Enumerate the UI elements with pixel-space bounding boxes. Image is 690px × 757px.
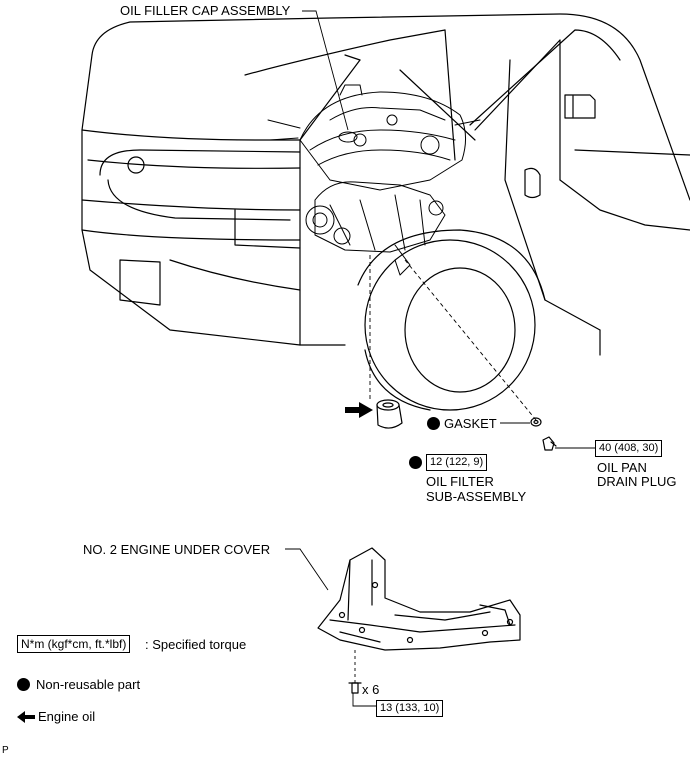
bolt-torque-leader	[352, 693, 376, 707]
engine-assembly	[267, 84, 481, 276]
legend-non-reusable-icon	[17, 678, 30, 691]
engine-under-cover-label: NO. 2 ENGINE UNDER COVER	[83, 542, 271, 557]
gasket-label: GASKET	[444, 416, 497, 431]
non-reusable-oil-filter-icon	[409, 456, 422, 469]
oil-filter-torque: 12 (122, 9)	[426, 454, 488, 471]
bolt-quantity-label: x 6	[362, 682, 380, 697]
legend-torque-box: N*m (kgf*cm, ft.*lbf)	[17, 635, 131, 653]
oil-filler-cap-leader	[302, 10, 349, 131]
engine-under-cover-part	[317, 547, 521, 651]
legend-non-reusable-text: Non-reusable part	[36, 677, 141, 692]
leader-lines	[285, 10, 595, 707]
oil-filter-part	[376, 399, 403, 429]
non-reusable-gasket-icon	[427, 417, 440, 430]
under-cover-bolt	[348, 682, 362, 694]
engine-oil-arrow-icon	[345, 402, 373, 418]
drain-plug-part	[542, 436, 557, 451]
legend-torque-text: : Specified torque	[145, 637, 247, 652]
gasket-part	[530, 417, 542, 427]
legend-engine-oil-text: Engine oil	[38, 709, 96, 724]
oil-filter-label-line1: OIL FILTER	[426, 474, 494, 489]
oil-pan-drain-plug-label-line1: OIL PAN	[597, 460, 647, 475]
oil-pan-drain-plug-label-line2: DRAIN PLUG	[597, 474, 677, 489]
drain-plug-dashed-line	[404, 259, 537, 421]
oil-filler-cap-label: OIL FILLER CAP ASSEMBLY	[120, 3, 291, 18]
van-body-outline	[81, 13, 690, 356]
oil-filter-label-line2: SUB-ASSEMBLY	[426, 489, 527, 504]
corner-mark: P	[2, 745, 9, 756]
under-cover-bolt-torque: 13 (133, 10)	[376, 700, 444, 717]
under-cover-leader	[285, 548, 329, 591]
oil-pan-drain-plug-torque: 40 (408, 30)	[595, 440, 663, 457]
legend-engine-oil-arrow-icon	[17, 711, 35, 723]
front-wheel	[357, 229, 546, 411]
